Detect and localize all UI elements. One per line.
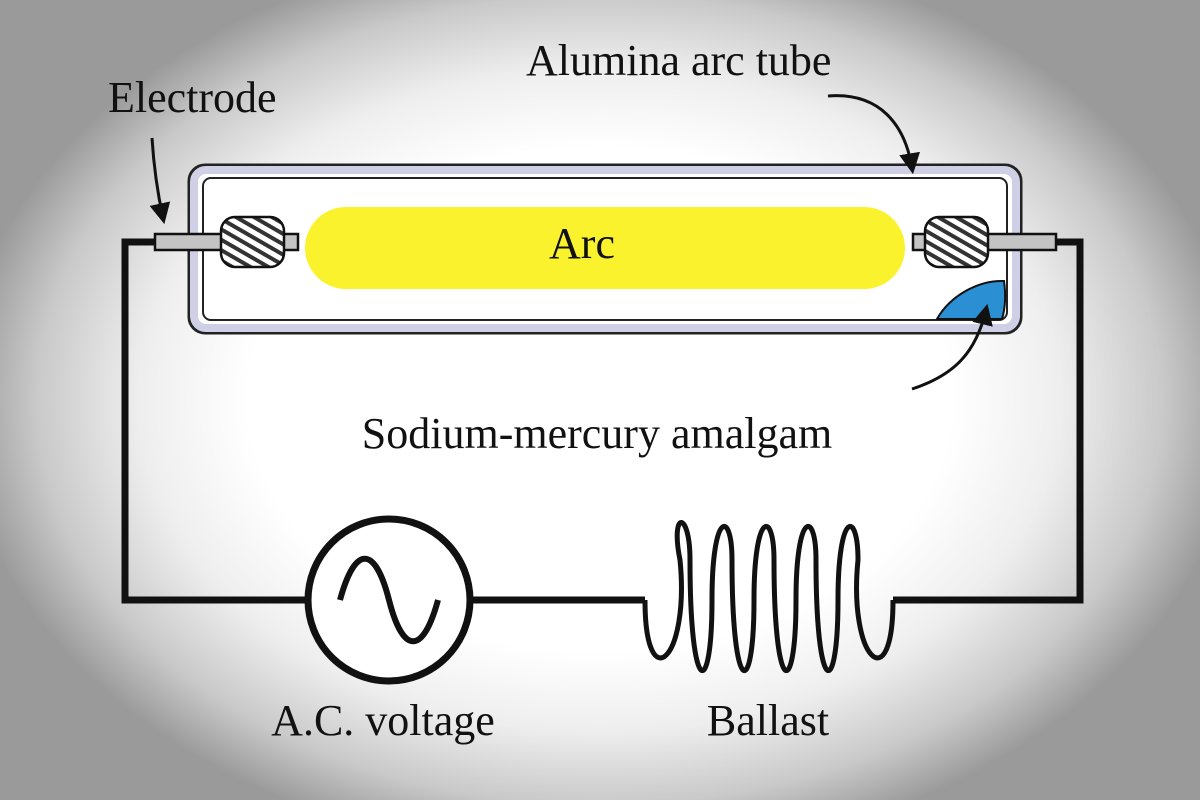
ac-source-icon (304, 515, 474, 685)
right-electrode (911, 215, 1058, 269)
arc-tube-arrow (827, 94, 920, 175)
amalgam-arrow (911, 303, 993, 391)
ballast-coil-icon (642, 520, 896, 674)
circuit-wire (121, 238, 1084, 604)
arc-tube-label: Alumina arc tube (526, 36, 831, 85)
electrode-arrow (149, 137, 171, 225)
left-electrode-coil (219, 215, 286, 269)
ballast-label: Ballast (707, 696, 829, 745)
amalgam-label: Sodium-mercury amalgam (362, 409, 832, 458)
right-electrode-coil (923, 215, 990, 269)
arc-label: Arc (549, 219, 615, 268)
electrode-label: Electrode (108, 73, 277, 122)
arc-glow (305, 207, 905, 289)
ac-voltage-label: A.C. voltage (271, 696, 495, 745)
left-electrode (153, 215, 300, 269)
